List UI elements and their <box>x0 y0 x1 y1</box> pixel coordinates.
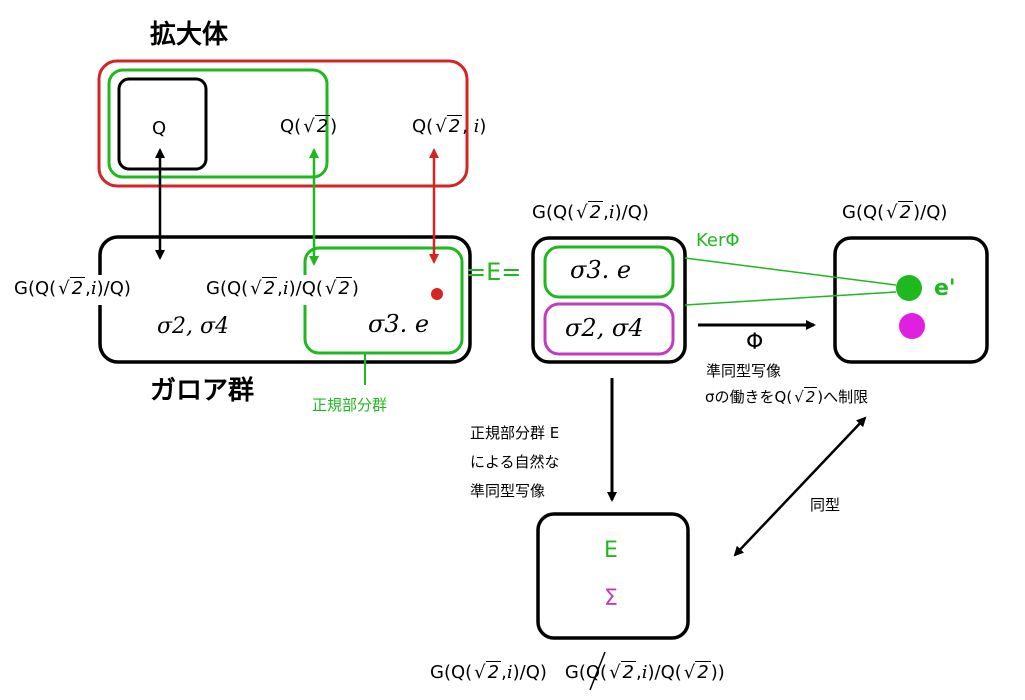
phi-description-line2: σの働きをQ(√2)へ制限 <box>705 387 869 406</box>
phi-label: Φ <box>746 330 764 355</box>
sigma-2-4-left: σ2, σ4 <box>157 314 230 339</box>
coset-sigma-box <box>543 302 675 356</box>
phi-description-line1: 準同型写像 <box>706 362 782 380</box>
coset-sigma-label: σ2, σ4 <box>565 314 644 342</box>
identity-dot <box>431 288 443 300</box>
ker-line-top <box>684 257 897 286</box>
normal-galois-group-label: G(Q(√2,i)/Q(√2) <box>206 277 359 299</box>
normal-subgroup-label: 正規部分群 <box>312 396 388 414</box>
middle-group-title: G(Q(√2,i)/Q) <box>532 201 649 223</box>
isomorphic-label: 同型 <box>810 496 841 514</box>
natural-map-line1: 正規部分群 E <box>470 424 560 442</box>
ker-line-bottom <box>684 291 897 306</box>
sigma-3-e-left: σ3. e <box>368 310 430 338</box>
middle-group-box <box>531 236 687 364</box>
quotient-group-box <box>536 512 690 640</box>
coset-e-box <box>543 245 675 299</box>
quotient-sigma-label: Σ <box>604 586 618 611</box>
natural-map-line2: による自然な <box>470 453 560 471</box>
quotient-e-label: E <box>604 538 618 563</box>
field-q-sqrt2: Q(√2) <box>280 115 338 137</box>
e-prime-label: e' <box>934 276 956 301</box>
identity-image-dot <box>896 275 922 301</box>
field-q-sqrt2-i: Q(√2, i) <box>412 115 487 137</box>
equals-e-label: =E= <box>466 258 522 286</box>
natural-map-line3: 準同型写像 <box>470 482 546 500</box>
extension-field-outer-box <box>97 59 469 188</box>
right-group-box <box>833 236 989 364</box>
sigma-image-dot <box>899 313 925 339</box>
quotient-caption: G(Q(√2,i)/Q)G(Q(√2,i)/Q(√2)) <box>430 661 725 683</box>
isomorphism-arrow <box>733 416 867 557</box>
full-galois-group-label: G(Q(√2,i)/Q) <box>14 277 131 299</box>
extension-field-title: 拡大体 <box>150 20 229 50</box>
coset-e-label: σ3. e <box>570 256 632 284</box>
quotient-slash <box>589 651 606 691</box>
field-q: Q <box>152 118 167 139</box>
ker-phi-label: KerΦ <box>696 230 740 251</box>
right-group-title: G(Q(√2)/Q) <box>842 201 948 223</box>
galois-group-title: ガロア群 <box>150 376 255 406</box>
q-sqrt2-field-box <box>107 68 329 179</box>
